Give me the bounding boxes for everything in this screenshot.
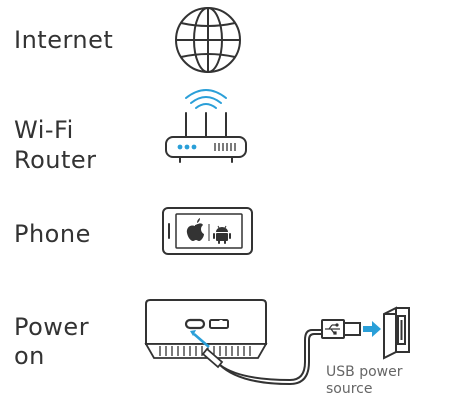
arrow-right-icon	[363, 321, 381, 337]
label-power: Power	[14, 313, 90, 341]
label-on: on	[14, 342, 45, 370]
phone-apple-android-icon	[162, 207, 253, 255]
usb-power-socket-icon	[383, 306, 410, 360]
usb-caption-line-2: source	[326, 381, 373, 397]
usb-symbol-icon	[325, 323, 340, 335]
globe-icon	[175, 7, 241, 73]
android-logo-icon	[213, 225, 231, 244]
label-internet: Internet	[14, 26, 114, 54]
wifi-router-icon	[165, 89, 247, 163]
label-router: Router	[14, 146, 97, 174]
wifi-signal-icon	[185, 89, 227, 109]
apple-logo-icon	[186, 218, 204, 241]
label-phone: Phone	[14, 220, 91, 248]
hub-device-usb-icon	[144, 299, 410, 386]
label-wifi: Wi-Fi	[14, 116, 74, 144]
usb-caption-line-1: USB power	[326, 364, 403, 380]
